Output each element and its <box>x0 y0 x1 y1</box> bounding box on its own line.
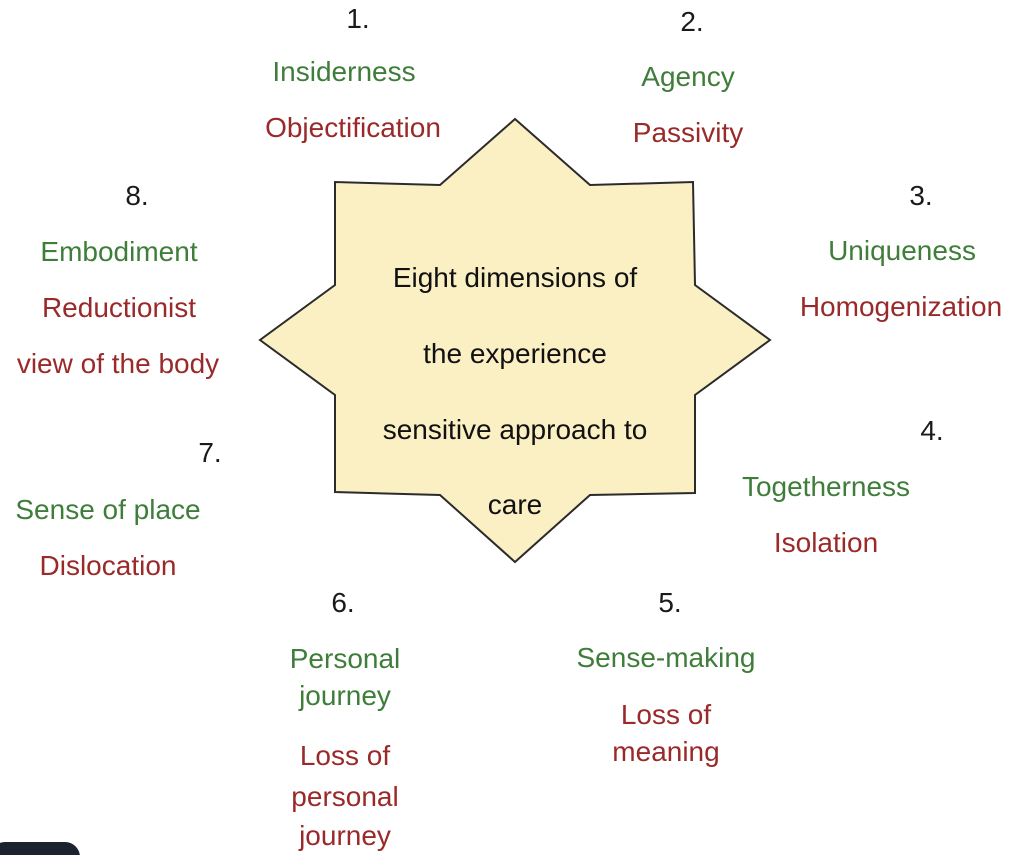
dimension-5-negative-line-1: Loss of <box>620 699 712 730</box>
center-title-line-2: the experience <box>423 338 607 369</box>
dimension-7-positive: Sense of place <box>15 494 201 525</box>
star-shape <box>258 117 772 564</box>
dimension-2-positive: Agency <box>641 61 735 92</box>
dimension-1-number: 1. <box>346 3 370 34</box>
dimension-6-negative-line-3: journey <box>299 820 391 851</box>
dimension-2-number: 2. <box>680 6 704 37</box>
dimension-3-negative: Homogenization <box>799 291 1003 322</box>
center-title-line-1: Eight dimensions of <box>392 262 638 293</box>
dimension-3-number: 3. <box>909 180 933 211</box>
dimension-1-negative: Objectification <box>265 112 441 143</box>
dimension-6-positive-line-1: Personal <box>289 643 401 674</box>
dimension-6-positive-line-2: journey <box>299 680 391 711</box>
center-title-line-4: care <box>487 489 543 520</box>
dimension-7-negative: Dislocation <box>39 550 177 581</box>
dimension-6-negative-line-1: Loss of <box>299 740 391 771</box>
dimension-6-negative-line-2: personal <box>291 781 399 812</box>
dimension-4-positive: Togetherness <box>741 471 911 502</box>
dimension-5-negative-line-2: meaning <box>612 736 720 767</box>
dimension-8-number: 8. <box>125 180 149 211</box>
corner-tab <box>0 842 80 855</box>
dimension-5-positive: Sense-making <box>576 642 756 673</box>
dimension-4-negative: Isolation <box>773 527 879 558</box>
dimension-2-negative: Passivity <box>632 117 744 148</box>
dimension-6-number: 6. <box>331 587 355 618</box>
dimension-8-negative-line-1: Reductionist <box>41 292 197 323</box>
dimension-7-number: 7. <box>198 437 222 468</box>
dimension-8-positive: Embodiment <box>40 236 198 267</box>
dimension-4-number: 4. <box>920 415 944 446</box>
dimension-8-negative-line-2: view of the body <box>16 348 220 379</box>
dimension-5-number: 5. <box>658 587 682 618</box>
center-title-line-3: sensitive approach to <box>382 414 648 445</box>
dimension-3-positive: Uniqueness <box>828 235 976 266</box>
dimension-1-positive: Insiderness <box>272 56 416 87</box>
